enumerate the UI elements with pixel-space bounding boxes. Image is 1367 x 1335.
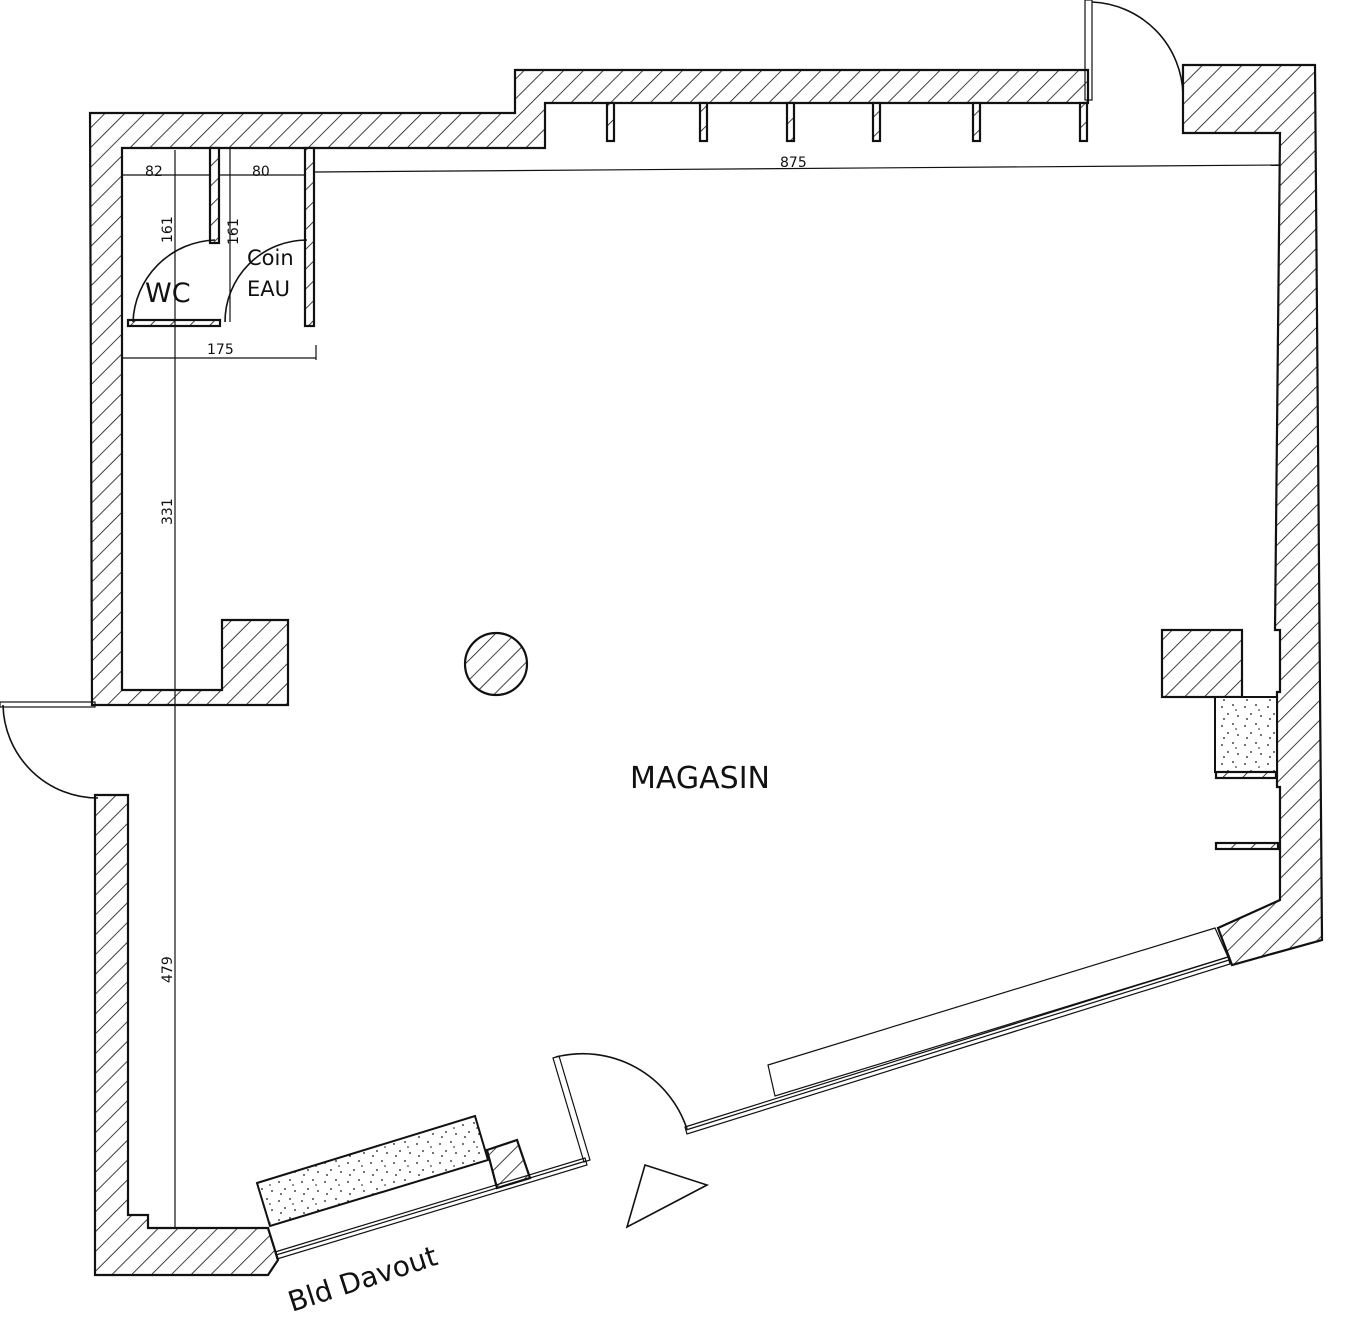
- label-eau: EAU: [247, 277, 290, 301]
- dim-wc-width: 82: [145, 164, 163, 180]
- doors: [0, 0, 1184, 1229]
- label-coin: Coin: [247, 246, 294, 270]
- dim-annex-width: 175: [207, 342, 234, 358]
- dim-left-upper: 331: [160, 498, 176, 525]
- door-coin-arc: [224, 239, 308, 323]
- column: [463, 631, 529, 697]
- wall-top-left: [88, 68, 1090, 707]
- right-stipple-block: [1214, 696, 1278, 773]
- right-shelf: [1214, 841, 1280, 851]
- door-left-arc: [2, 704, 99, 799]
- window-right: [684, 956, 1231, 1135]
- label-magasin: MAGASIN: [630, 761, 770, 796]
- door-top-right-leaf: [1084, 0, 1093, 101]
- display-counter: [767, 927, 1229, 1097]
- door-left-leaf: [0, 701, 96, 708]
- window-left: [274, 1157, 588, 1260]
- coin-partition: [303, 146, 316, 328]
- dim-coin-width: 80: [252, 164, 270, 180]
- entrance-arrow-icon: [625, 1163, 710, 1229]
- front-stipple-block: [255, 1114, 490, 1228]
- label-street: Bld Davout: [284, 1239, 441, 1318]
- door-front-leaf: [552, 1055, 591, 1163]
- dim-coin-depth: 161: [226, 218, 242, 245]
- wc-partition: [208, 146, 221, 245]
- walls: [88, 63, 1324, 1277]
- dim-total-width: 875: [780, 155, 807, 171]
- label-wc: WC: [145, 278, 191, 309]
- wc-front-wall: [126, 318, 222, 328]
- dimensions: [122, 148, 1281, 1228]
- right-pillar: [1160, 628, 1244, 699]
- wall-bottom-left: [93, 793, 280, 1277]
- door-top-right-arc: [1091, 1, 1184, 96]
- wall-right: [1181, 63, 1324, 967]
- door-front-arc: [555, 1052, 688, 1130]
- dim-wc-depth: 161: [160, 216, 176, 243]
- storefront: [274, 927, 1231, 1260]
- right-ledge: [1214, 770, 1278, 780]
- dim-left-lower: 479: [160, 956, 176, 983]
- door-wc-arc: [132, 239, 216, 323]
- pilasters: [605, 101, 1089, 143]
